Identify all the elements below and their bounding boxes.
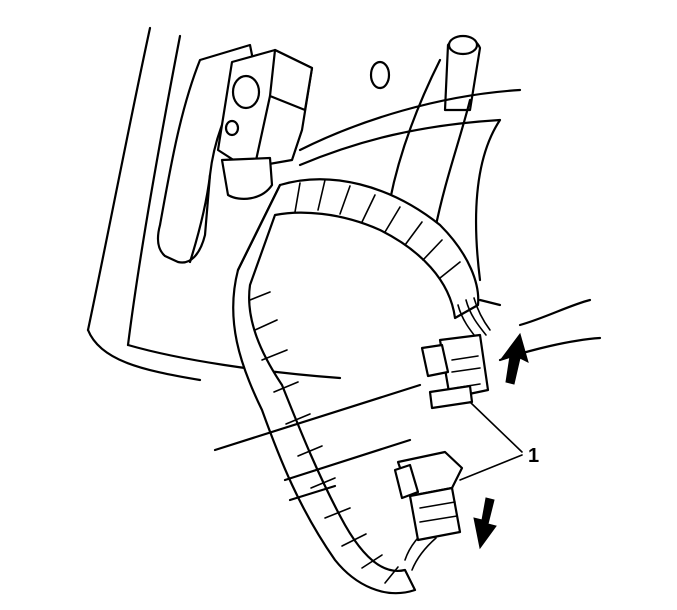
floor-lines xyxy=(213,298,602,502)
mount-hole xyxy=(231,74,261,110)
callout-label: 1 xyxy=(528,445,539,467)
mounting-block xyxy=(216,48,314,200)
body-panel-lines xyxy=(86,26,342,382)
arrow-down-icon xyxy=(473,497,497,550)
upper-connector xyxy=(420,333,490,410)
panel-features xyxy=(298,34,522,282)
callout-leader xyxy=(459,401,523,481)
wiring-harness xyxy=(232,178,480,595)
lower-connector xyxy=(393,450,464,542)
panel-hole xyxy=(369,60,391,90)
arrow-up-icon xyxy=(500,332,529,385)
mount-hole-small xyxy=(224,119,240,137)
